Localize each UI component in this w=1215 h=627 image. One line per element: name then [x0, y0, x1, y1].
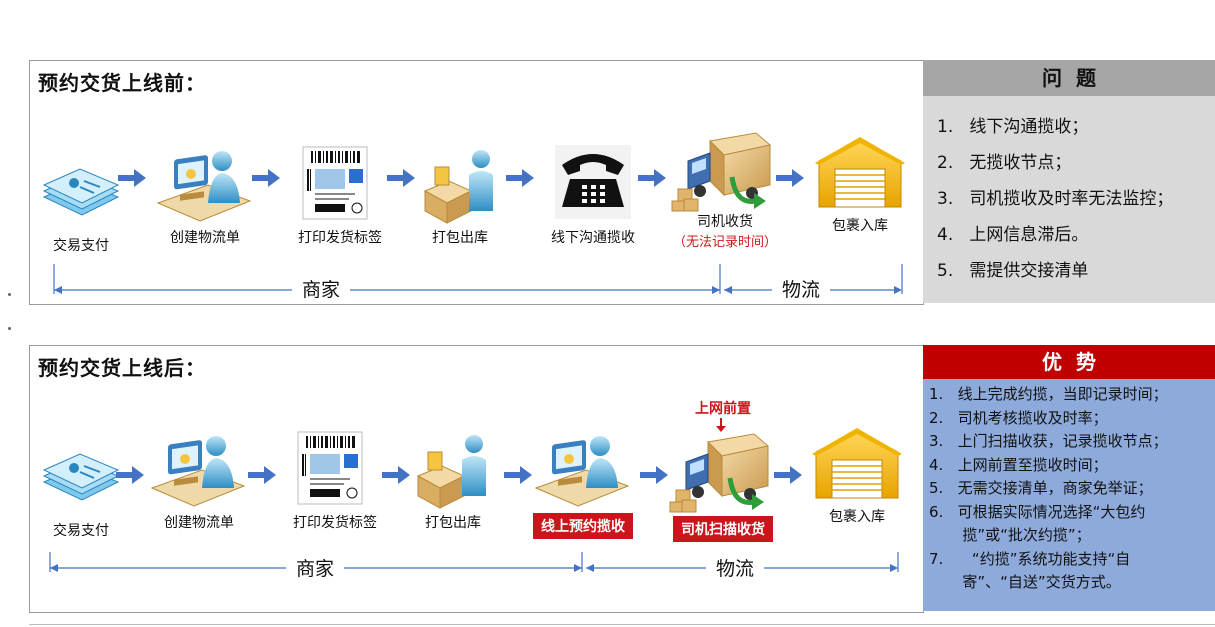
- problems-title: 问 题: [923, 60, 1215, 96]
- problem-item: 1. 线下沟通揽收；: [937, 117, 1089, 137]
- advantage-item: 7. “约揽”系统功能支持“自: [929, 549, 1131, 568]
- before-step-driver-receive: 司机收货 （无法记录时间）: [670, 131, 780, 250]
- after-step-print-label: 打印发货标签: [280, 426, 390, 532]
- advantage-item: 2. 司机考核揽收及时率；: [929, 408, 1108, 427]
- before-panel: 预约交货上线前： 交易支付: [29, 60, 924, 305]
- merchant-label: 商家: [286, 554, 345, 581]
- step-label: 创建物流单: [164, 515, 234, 531]
- after-step-driver-scan: 上网前置 司机扫描收货: [668, 398, 778, 542]
- before-step-warehouse: 包裹入库: [805, 131, 915, 235]
- problems-panel: 问 题 1. 线下沟通揽收； 2. 无揽收节点； 3. 司机揽收及时率无法监控；…: [923, 60, 1215, 303]
- packing-worker-icon: [398, 426, 508, 516]
- computer-user-icon: [144, 426, 254, 516]
- step-label: 打印发货标签: [293, 515, 377, 531]
- step-label: 打包出库: [425, 515, 481, 531]
- advantages-list: 1. 线上完成约揽，当即记录时间； 2. 司机考核揽收及时率； 3. 上门扫描收…: [929, 383, 1215, 595]
- problem-item: 4. 上网信息滞后。: [937, 225, 1089, 245]
- flow-arrows: [49, 466, 899, 572]
- step-label: 打包出库: [432, 230, 488, 246]
- step-label: 包裹入库: [829, 509, 885, 525]
- before-step-print-label: 打印发货标签: [285, 141, 395, 247]
- before-title: 预约交货上线前：: [38, 71, 206, 95]
- problem-item: 3. 司机揽收及时率无法监控；: [937, 189, 1174, 209]
- step-label: 打印发货标签: [298, 230, 382, 246]
- before-step-pack: 打包出库: [405, 141, 515, 247]
- advantage-item: 寄”、“自送”交货方式。: [929, 573, 1121, 591]
- step-label: 创建物流单: [170, 230, 240, 246]
- step-label: 司机收货: [697, 214, 753, 230]
- advantage-item: 揽”或“批次约揽”；: [929, 526, 1091, 544]
- bottom-rule: [29, 624, 1215, 625]
- logistics-label: 物流: [706, 554, 765, 581]
- advantages-panel: 优 势 1. 线上完成约揽，当即记录时间； 2. 司机考核揽收及时率； 3. 上…: [923, 345, 1215, 611]
- after-title: 预约交货上线后：: [38, 356, 206, 380]
- logistics-label: 物流: [772, 275, 831, 302]
- after-step-pack: 打包出库: [398, 426, 508, 532]
- problem-item: 2. 无揽收节点；: [937, 153, 1072, 173]
- computer-user-icon: [150, 141, 260, 231]
- computer-user-icon: [528, 426, 638, 516]
- driver-scan-tag: 司机扫描收货: [673, 516, 773, 542]
- before-step-payment: 交易支付: [26, 149, 136, 255]
- flow-arrows: [53, 169, 903, 294]
- after-step-online-booking: 线上预约揽收: [528, 426, 638, 539]
- pre-online-note: 上网前置: [695, 401, 751, 417]
- stray-dot: [8, 327, 11, 330]
- step-label: 交易支付: [53, 238, 109, 254]
- documents-icon: [26, 149, 136, 231]
- telephone-icon: [538, 145, 648, 219]
- advantage-item: 6. 可根据实际情况选择“大包约: [929, 502, 1146, 521]
- stray-dot: [8, 293, 11, 296]
- warehouse-icon: [802, 422, 912, 508]
- problem-item: 5. 需提供交接清单: [937, 261, 1089, 281]
- advantage-item: 4. 上网前置至揽收时间；: [929, 455, 1108, 474]
- packing-worker-icon: [405, 141, 515, 231]
- shipping-label-icon: [280, 426, 390, 516]
- before-step-phone: 线下沟通揽收: [538, 145, 648, 247]
- merchant-label: 商家: [292, 275, 351, 302]
- after-panel: 预约交货上线后： 交易支付: [29, 345, 924, 613]
- shipping-label-icon: [285, 141, 395, 231]
- advantages-title: 优 势: [923, 345, 1215, 379]
- advantage-item: 5. 无需交接清单，商家免举证；: [929, 479, 1153, 497]
- step-label: 包裹入库: [832, 218, 888, 234]
- step-label: 交易支付: [53, 523, 109, 539]
- warehouse-icon: [805, 131, 915, 217]
- advantage-item: 3. 上门扫描收获，记录揽收节点；: [929, 432, 1168, 450]
- after-step-create-order: 创建物流单: [144, 426, 254, 532]
- before-step-create-order: 创建物流单: [150, 141, 260, 247]
- delivery-truck-icon: [670, 131, 780, 217]
- after-step-warehouse: 包裹入库: [802, 422, 912, 526]
- online-booking-tag: 线上预约揽收: [533, 513, 633, 539]
- step-sub-note: （无法记录时间）: [672, 235, 777, 250]
- advantage-item: 1. 线上完成约揽，当即记录时间；: [929, 385, 1168, 403]
- problems-list: 1. 线下沟通揽收； 2. 无揽收节点； 3. 司机揽收及时率无法监控； 4. …: [937, 112, 1215, 292]
- down-arrow-icon: [716, 418, 726, 432]
- delivery-truck-icon: [668, 432, 778, 518]
- step-label: 线下沟通揽收: [551, 230, 635, 246]
